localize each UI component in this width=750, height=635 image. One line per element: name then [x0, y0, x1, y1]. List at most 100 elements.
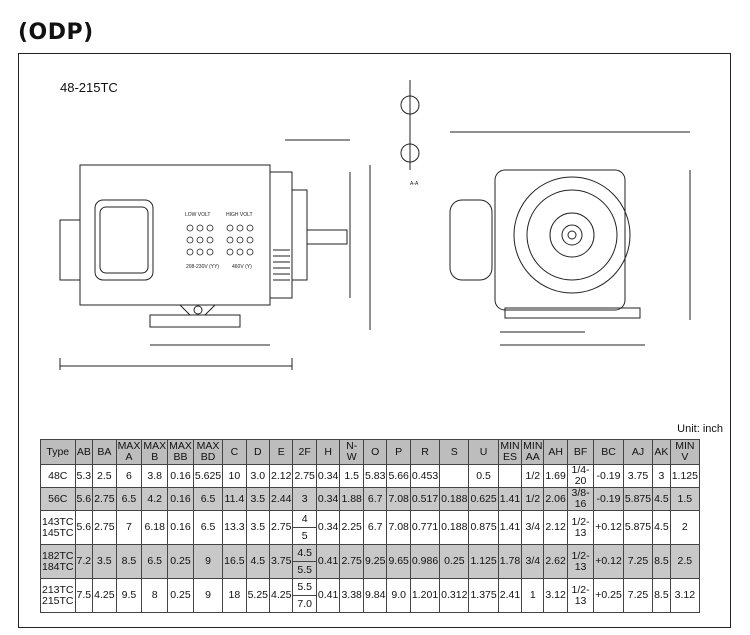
conduit-box: [94, 199, 154, 281]
table-cell: +0.12: [593, 510, 624, 545]
table-cell: 1.125: [468, 544, 499, 579]
table-cell: 0.771: [409, 510, 441, 545]
table-cell: 3.5: [245, 487, 271, 511]
column-header: N-W: [339, 439, 365, 465]
high-volt-sub-label: 460V (Y): [232, 264, 252, 270]
motor-dimension-drawing: LOW VOLT HIGH VOLT 208-230V (YY) 460V (Y…: [59, 80, 691, 370]
table-cell: 13.3: [222, 510, 247, 545]
table-cell: 10: [222, 464, 247, 488]
table-cell: 5.5: [292, 578, 317, 596]
table-cell: 5.875: [622, 510, 654, 545]
table-cell: 6.7: [363, 487, 388, 511]
low-volt-label: LOW VOLT: [185, 212, 210, 218]
table-cell: 2.5: [92, 464, 117, 488]
table-cell: 7.25: [622, 544, 654, 579]
column-header: AB: [74, 439, 94, 465]
low-volt-sub-label: 208-230V (YY): [186, 264, 219, 270]
table-cell: 4.25: [92, 578, 117, 613]
column-header: C: [222, 439, 247, 465]
column-header: S: [439, 439, 470, 465]
table-cell: 6.5: [141, 544, 169, 579]
table-cell: 1/2: [521, 487, 545, 511]
page-title: (ODP): [18, 20, 94, 45]
table-row: 7.0: [41, 595, 700, 613]
column-header: AK: [652, 439, 671, 465]
table-cell: 1/2-13: [566, 544, 595, 579]
table-cell: 9: [192, 578, 224, 613]
type-cell: 56C: [40, 487, 76, 511]
table-cell: 0.625: [468, 487, 499, 511]
table-cell: 1/2-13: [566, 510, 595, 545]
table-cell: 4.5: [245, 544, 271, 579]
table-cell: 3.12: [543, 578, 568, 613]
motor-body-front: [494, 169, 626, 311]
table-cell: 0.16: [167, 487, 194, 511]
table-cell: 0.312: [439, 578, 470, 613]
table-cell: 3.5: [245, 510, 271, 545]
table-cell: 3/8-16: [566, 487, 595, 511]
table-cell: 3.38: [339, 578, 365, 613]
table-cell: 3.8: [141, 464, 169, 488]
table-cell: 3/4: [521, 510, 545, 545]
table-cell: 18: [222, 578, 247, 613]
high-volt-label: HIGH VOLT: [226, 212, 253, 218]
front-flange: [269, 171, 293, 299]
table-cell: 5.6: [74, 487, 94, 511]
table-cell: 11.4: [222, 487, 247, 511]
table-cell: 2.5: [669, 544, 701, 579]
table-cell: 16.5: [222, 544, 247, 579]
table-cell: 3.12: [669, 578, 701, 613]
column-header: Type: [40, 439, 76, 465]
table-cell: +0.12: [593, 544, 624, 579]
table-cell: 6.5: [192, 510, 224, 545]
table-cell: 0.41: [315, 578, 341, 613]
table-cell: 7.08: [386, 510, 411, 545]
section-label: A-A: [410, 181, 419, 187]
column-header: E: [269, 439, 294, 465]
table-cell: 1.41: [497, 487, 523, 511]
type-cell: 48C: [40, 464, 76, 488]
table-cell: 0.34: [315, 487, 341, 511]
table-cell: 0.875: [468, 510, 499, 545]
table-cell: 5.3: [74, 464, 94, 488]
table-cell: 7.2: [74, 544, 94, 579]
table-cell: 5.875: [622, 487, 654, 511]
table-cell: 3.75: [622, 464, 654, 488]
table-cell: 2.44: [269, 487, 294, 511]
table-cell: 6.18: [141, 510, 169, 545]
front-end-bell: [513, 176, 631, 294]
table-cell: 3.0: [245, 464, 271, 488]
column-header: BA: [92, 439, 117, 465]
table-cell: 0.16: [167, 510, 194, 545]
table-cell: 1.375: [468, 578, 499, 613]
column-header: D: [245, 439, 271, 465]
table-cell: 7.08: [386, 487, 411, 511]
table-cell: 5.66: [386, 464, 411, 488]
table-cell: 0.517: [409, 487, 441, 511]
table-cell: 4.25: [269, 578, 294, 613]
table-cell: 9.25: [363, 544, 388, 579]
table-cell: 8: [141, 578, 169, 613]
table-cell: 1.41: [497, 510, 523, 545]
table-cell: 1.78: [497, 544, 523, 579]
table-cell: 0.453: [409, 464, 441, 488]
table-cell: 1/2-13: [566, 578, 595, 613]
table-cell: 6.5: [115, 487, 143, 511]
table-cell: 1.5: [669, 487, 701, 511]
table-cell: 2: [669, 510, 701, 545]
table-cell: 0.986: [409, 544, 441, 579]
table-cell: 0.25: [167, 578, 194, 613]
table-cell: 7.0: [292, 595, 317, 613]
table-cell: 1/2: [521, 464, 545, 488]
